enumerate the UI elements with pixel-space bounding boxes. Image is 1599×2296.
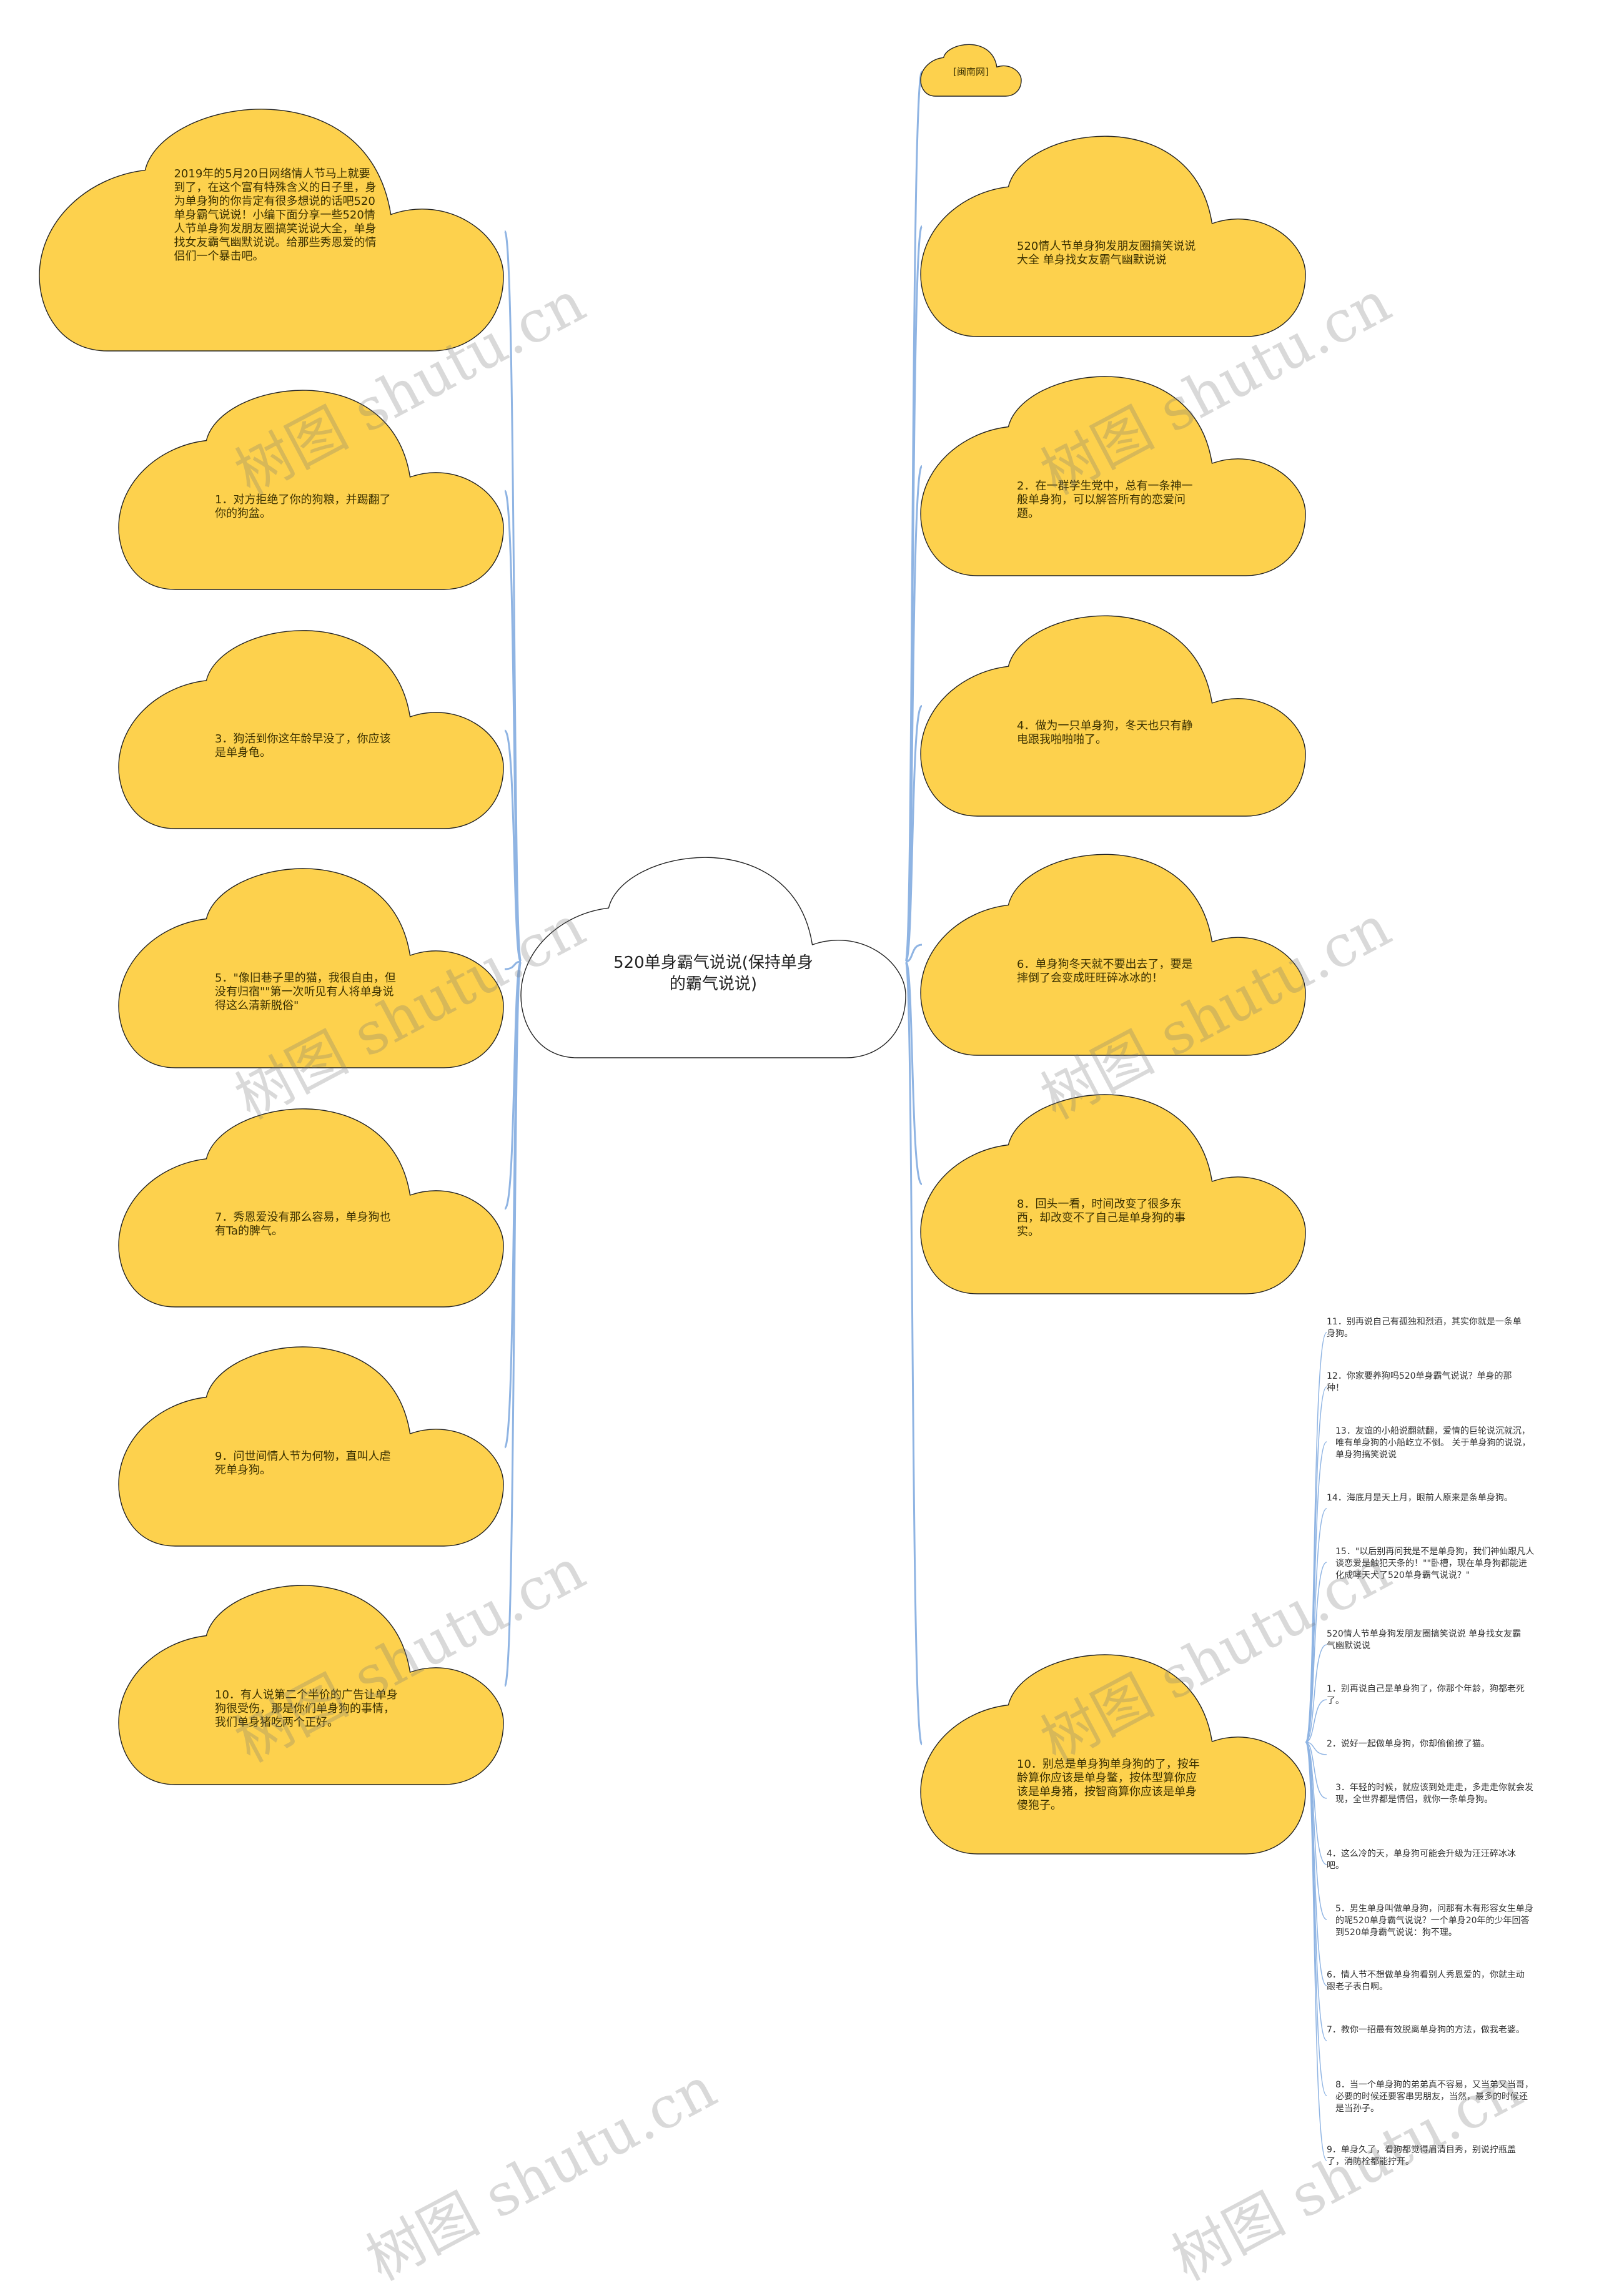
connector-line [904,960,923,1745]
left-node-0[interactable]: 2019年的5月20日网络情人节马上就要到了，在这个富有特殊含义的日子里，身为单… [39,85,503,351]
left-node-3[interactable]: 5．"像旧巷子里的猫，我很自由，但没有归宿""第一次听见有人将单身说得这么清新脱… [119,849,503,1068]
left-node-2[interactable]: 3．狗活到你这年龄早没了，你应该是单身龟。 [119,611,503,829]
node-text: 10．别总是单身狗单身狗的了，按年龄算你应该是单身鳖，按体型算你应该是单身猪，按… [1017,1757,1200,1812]
connector-line [1305,1644,1327,1743]
leaf-item[interactable]: 2．说好一起做单身狗，你却偷偷撩了猫。 [1327,1739,1490,1749]
cloud-shape [921,116,1305,337]
connector-line [1305,1742,1327,2041]
connector-line [1305,1742,1327,1799]
connector-line [1305,1742,1327,1755]
cloud-shape [921,39,1021,96]
cloud-shape [921,1635,1305,1854]
cloud-shape [521,837,906,1058]
connector-line [1305,1742,1327,1865]
cloud-shape [921,357,1305,576]
node-text: 2019年的5月20日网络情人节马上就要到了，在这个富有特殊含义的日子里，身为单… [174,167,377,264]
cloud-shape [921,596,1305,816]
leaf-item[interactable]: 11．别再说自己有孤独和烈酒，其实你就是一条单身狗。 [1327,1317,1522,1339]
connector-line [504,960,522,970]
node-text: 8．回头一看，时间改变了很多东西，却改变不了自己是单身狗的事实。 [1017,1197,1186,1238]
leaf-item[interactable]: 12．你家要养狗吗520单身霸气说说？单身的那种！ [1327,1371,1512,1393]
connector-line [904,960,923,1185]
node-text: 6．单身狗冬天就不要出去了，要是摔倒了会变成旺旺碎冰冰的！ [1017,958,1193,985]
cloud-shape [119,1089,503,1307]
right-node-3[interactable]: 6．单身狗冬天就不要出去了，要是摔倒了会变成旺旺碎冰冰的！ [921,834,1305,1055]
cloud-shape [119,1565,503,1785]
node-text: 9．问世间情人节为何物，直叫人虐死单身狗。 [215,1449,391,1477]
leaf-item[interactable]: 8．当一个单身狗的弟弟真不容易，又当弟又当哥，必要的时候还要客串男朋友，当然，最… [1335,2080,1533,2114]
right-node-2[interactable]: 4．做为一只单身狗，冬天也只有静电跟我啪啪啪了。 [921,596,1305,816]
leaf-item[interactable]: 6．情人节不想做单身狗看别人秀恩爱的，你就主动跟老子表白啊。 [1327,1970,1525,1992]
connector-line [905,944,923,963]
connector-line [1305,1386,1327,1743]
connector-line [1305,1699,1327,1743]
left-node-1[interactable]: 1．对方拒绝了你的狗粮，并踢翻了你的狗盆。 [119,370,503,589]
node-text: 2．在一群学生党中，总有一条神一般单身狗，可以解答所有的恋爱问题。 [1017,479,1193,520]
node-text: 520单身霸气说说(保持单身的霸气说说) [613,953,813,993]
connector-line [1305,1742,1327,2096]
connector-line [1305,1562,1327,1743]
right-node-4[interactable]: 8．回头一看，时间改变了很多东西，却改变不了自己是单身狗的事实。 [921,1075,1305,1294]
leaf-item[interactable]: 7．教你一招最有效脱离单身狗的方法，做我老婆。 [1327,2025,1525,2035]
leaf-item[interactable]: 1．别再说自己是单身狗了，你那个年龄，狗都老死了。 [1327,1684,1525,1706]
cloud-shape [119,611,503,829]
node-text: 1．对方拒绝了你的狗粮，并踢翻了你的狗盆。 [215,493,391,520]
node-text: 7．秀恩爱没有那么容易，单身狗也有Ta的脾气。 [215,1211,391,1238]
leaf-item[interactable]: 4．这么冷的天，单身狗可能会升级为汪汪碎冰冰吧。 [1327,1849,1516,1871]
connector-line [1305,1742,1327,2161]
central-topic[interactable]: 520单身霸气说说(保持单身的霸气说说) [521,837,906,1058]
right-node-0[interactable]: 520情人节单身狗发朋友圈搞笑说说大全 单身找女友霸气幽默说说 [921,116,1305,337]
connector-line [503,729,522,963]
leaf-item[interactable]: 13．友谊的小船说翻就翻，爱情的巨轮说沉就沉，唯有单身狗的小船屹立不倒。 关于单… [1335,1426,1531,1460]
cloud-shape [921,834,1305,1055]
left-node-5[interactable]: 9．问世间情人节为何物，直叫人虐死单身狗。 [119,1327,503,1546]
cloud-shape [119,1327,503,1546]
cloud-shape [119,370,503,589]
cloud-shape [921,1075,1305,1294]
right-node-5[interactable]: 10．别总是单身狗单身狗的了，按年龄算你应该是单身鳖，按体型算你应该是单身猪，按… [921,1635,1305,1854]
connector-line [1305,1742,1327,1920]
connector-line [904,705,923,963]
node-text: 4．做为一只单身狗，冬天也只有静电跟我啪啪啪了。 [1017,719,1193,746]
cloud-shape [119,849,503,1068]
leaf-item[interactable]: 15．"以后别再问我是不是单身狗，我们神仙跟凡人谈恋爱是触犯天条的！""卧槽，现… [1335,1547,1535,1580]
leaf-item[interactable]: 14．海底月是天上月，眼前人原来是条单身狗。 [1327,1493,1513,1503]
leaf-item[interactable]: 3．年轻的时候，就应该到处走走，多走走你就会发现，全世界都是情侣，就你一条单身狗… [1335,1783,1533,1805]
left-node-6[interactable]: 10．有人说第二个半价的广告让单身狗很受伤，那是你们单身狗的事情，我们单身猪吃两… [119,1565,503,1785]
leaf-item[interactable]: 9．单身久了，看狗都觉得眉清目秀，别说拧瓶盖了，消防栓都能拧开。 [1327,2145,1516,2167]
left-node-4[interactable]: 7．秀恩爱没有那么容易，单身狗也有Ta的脾气。 [119,1089,503,1307]
node-text: 5．"像旧巷子里的猫，我很自由，但没有归宿""第一次听见有人将单身说得这么清新脱… [215,971,396,1012]
leaf-item[interactable]: 520情人节单身狗发朋友圈搞笑说说 单身找女友霸气幽默说说 [1327,1629,1522,1651]
cloud-shape [39,85,503,351]
connector-lines [503,71,1327,2161]
connector-line [503,230,522,963]
node-text: 3．狗活到你这年龄早没了，你应该是单身龟。 [215,732,391,760]
node-text: [闽南网] [953,66,989,77]
connector-line [503,960,522,1687]
node-text: 10．有人说第二个半价的广告让单身狗很受伤，那是你们单身狗的事情，我们单身猪吃两… [215,1688,398,1729]
node-text: 520情人节单身狗发朋友圈搞笑说说大全 单身找女友霸气幽默说说 [1017,239,1196,267]
source-tag-node[interactable]: [闽南网] [921,39,1021,96]
right-node-1[interactable]: 2．在一群学生党中，总有一条神一般单身狗，可以解答所有的恋爱问题。 [921,357,1305,576]
leaf-item[interactable]: 5．男生单身叫做单身狗，问那有木有形容女生单身的呢520单身霸气说说？一个单身2… [1335,1904,1533,1938]
